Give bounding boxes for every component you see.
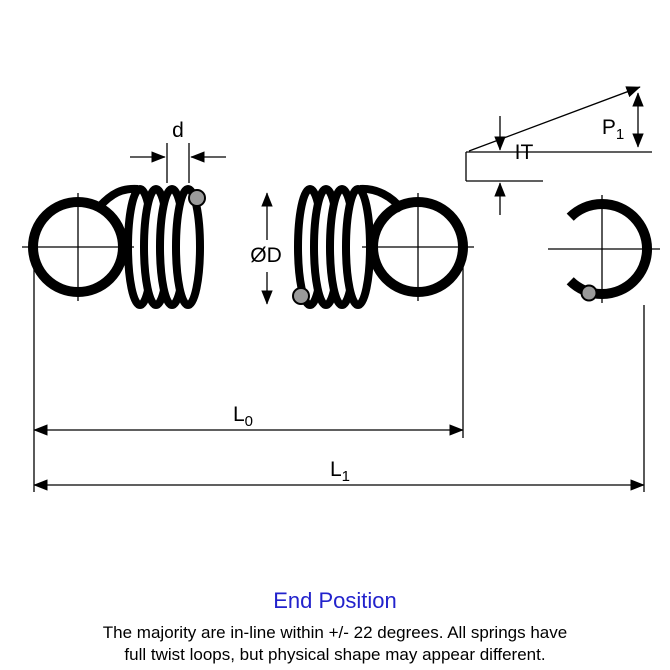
extension-spring <box>28 184 468 309</box>
label-it: IT <box>515 141 534 164</box>
end-position-label: End Position <box>273 588 397 613</box>
dimension-l1: L1 <box>33 305 645 492</box>
load-diagram: IT P1 <box>465 86 652 215</box>
caption-line-1: The majority are in-line within +/- 22 d… <box>102 623 568 642</box>
center-lines <box>22 193 660 303</box>
coil-section-left <box>124 185 206 309</box>
label-p1: P1 <box>602 116 624 143</box>
caption-line-2: full twist loops, but physical shape may… <box>124 645 546 665</box>
wire-cross-section <box>580 284 598 302</box>
wire-cross-section <box>188 189 206 207</box>
label-d: d <box>172 119 184 142</box>
dimension-od: ØD <box>250 192 282 305</box>
coil <box>172 185 204 309</box>
caption: The majority are in-line within +/- 22 d… <box>0 622 670 667</box>
wire-cross-section <box>292 287 310 305</box>
coil-section-right <box>292 185 374 309</box>
dimension-d: d <box>130 119 226 183</box>
dimension-l0: L0 <box>33 255 464 492</box>
label-l1: L1 <box>330 458 350 485</box>
label-l0: L0 <box>233 403 253 430</box>
end-hook <box>566 199 653 302</box>
label-od: ØD <box>250 244 282 267</box>
